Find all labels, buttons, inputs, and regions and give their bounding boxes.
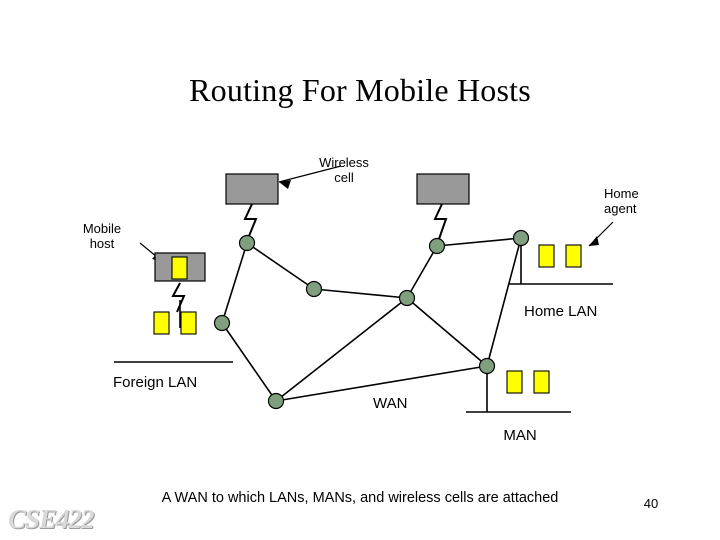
label-mobile-host: Mobile host	[82, 221, 122, 251]
leader-arrowheads	[152, 180, 599, 262]
page-number: 40	[643, 496, 659, 511]
label-wireless-cell: Wireless cell	[319, 155, 369, 185]
antenna-mobile	[171, 282, 186, 313]
router-home-lan	[512, 229, 530, 247]
link-4	[436, 237, 522, 247]
router-center-upper	[305, 280, 323, 298]
home-lan-host-1	[538, 244, 555, 268]
antenna-right	[433, 203, 448, 240]
link-5	[313, 288, 408, 299]
router-wireless-left	[238, 234, 256, 252]
link-9	[221, 322, 277, 402]
antenna-left	[243, 203, 258, 237]
link-1	[246, 242, 315, 290]
wireless-cells	[154, 173, 470, 282]
foreign-lan-host-1	[153, 311, 170, 335]
man-host-2	[533, 370, 550, 394]
page-title: Routing For Mobile Hosts	[189, 72, 531, 108]
mobile-host-marker	[171, 256, 188, 280]
label-wan: WAN	[373, 395, 408, 412]
link-3	[406, 245, 438, 299]
router-center-right	[398, 289, 416, 307]
wireless-cell-right-box	[416, 173, 470, 205]
link-10	[275, 365, 488, 402]
label-man: MAN	[503, 427, 537, 444]
wireless-cell-left-box	[225, 173, 279, 205]
man-host-1	[506, 370, 523, 394]
link-8	[486, 237, 522, 367]
routers	[213, 229, 530, 410]
arrowhead-wireless-cell	[279, 180, 291, 189]
label-home-lan: Home LAN	[524, 303, 598, 320]
slide-caption: A WAN to which LANs, MANs, and wireless …	[161, 490, 559, 506]
link-7	[406, 297, 488, 367]
label-home-agent: Home agent	[604, 186, 639, 216]
home-lan-host-2	[565, 244, 582, 268]
label-foreign-lan: Foreign LAN	[113, 374, 198, 391]
link-2	[221, 242, 248, 324]
router-foreign-lan	[213, 314, 231, 332]
arrowhead-home-agent	[589, 236, 599, 246]
link-6	[275, 297, 408, 402]
router-man	[478, 357, 496, 375]
cse422-logo: CSE422	[8, 504, 95, 534]
lan-hosts	[153, 244, 582, 394]
router-bottom	[267, 392, 285, 410]
leader-wireless-cell	[278, 165, 342, 183]
wan-links	[221, 237, 522, 402]
foreign-lan-host-2	[180, 311, 197, 335]
antenna-zigzags	[171, 203, 448, 313]
router-wireless-right	[428, 237, 446, 255]
